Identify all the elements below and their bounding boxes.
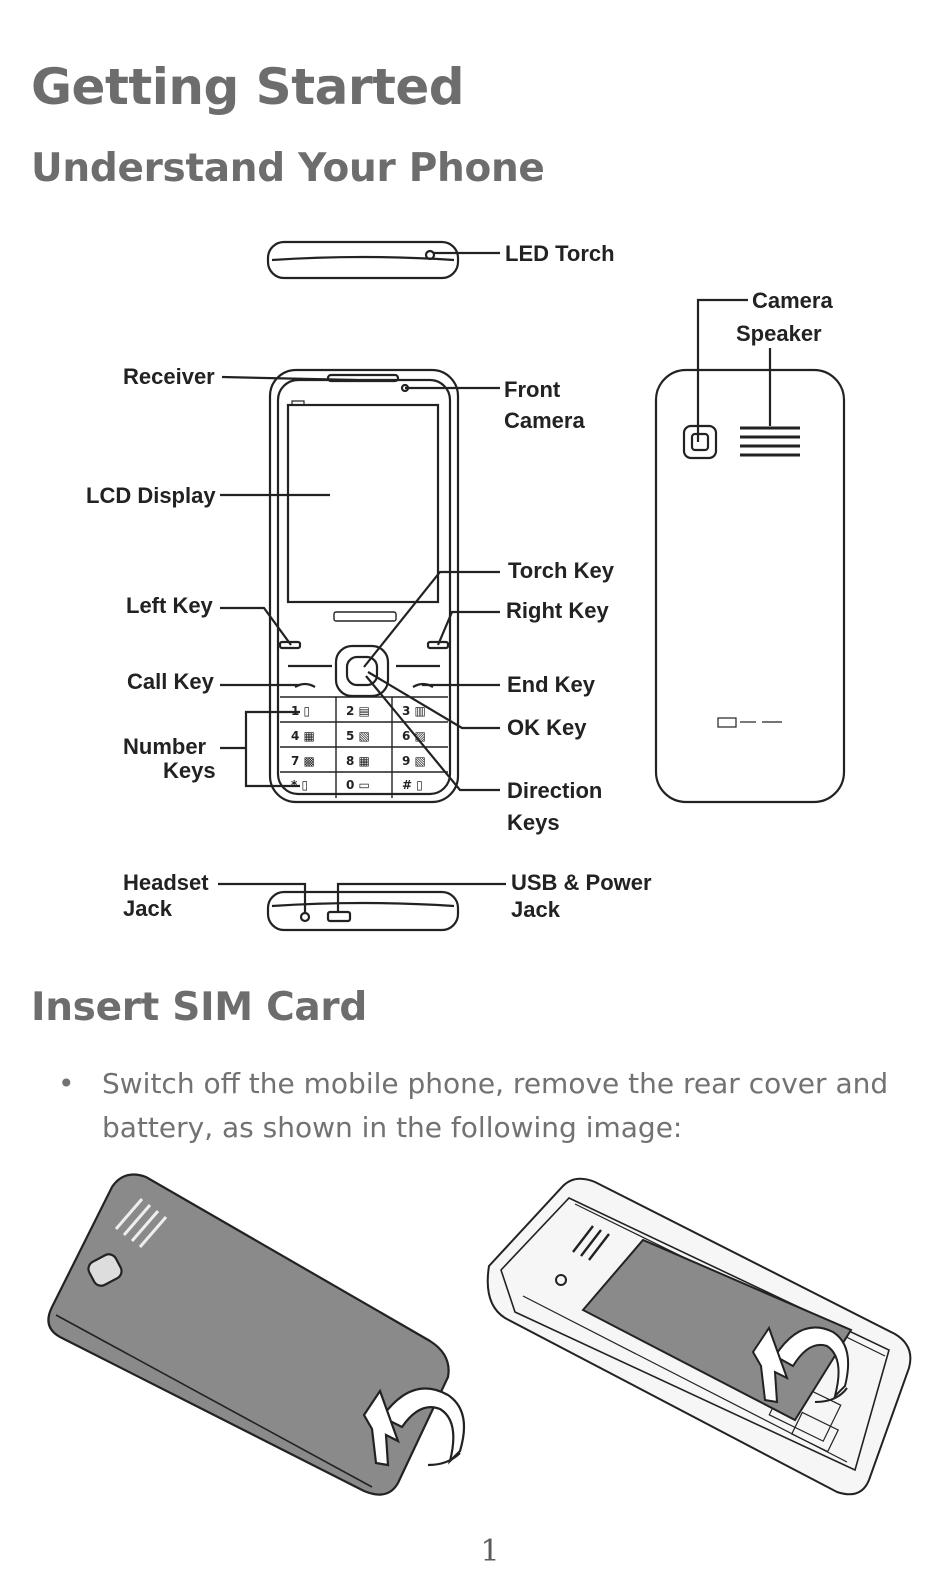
phone-diagram: 1 ▯2 ▤3 ▥ 4 ▦5 ▧6 ▨ 7 ▩8 ▦9 ▧ * ▯0 ▭# ▯ [86, 240, 846, 932]
camera-lens-icon [87, 1253, 123, 1287]
svg-text:4 ▦: 4 ▦ [291, 729, 315, 743]
label-number-keys-1: Number [123, 734, 207, 759]
label-headset-jack-1: Headset [123, 870, 209, 895]
svg-text:2 ▤: 2 ▤ [346, 704, 370, 718]
svg-text:3 ▥: 3 ▥ [402, 704, 426, 718]
list-item: • Switch off the mobile phone, remove th… [55, 1062, 905, 1150]
svg-text:8 ▦: 8 ▦ [346, 754, 370, 768]
label-call-key: Call Key [127, 669, 215, 694]
label-end-key: End Key [507, 672, 596, 697]
label-direction-keys-1: Direction [507, 778, 602, 803]
label-torch-key: Torch Key [508, 558, 615, 583]
speaker-grille-icon [114, 1198, 168, 1248]
bullet-dot: • [58, 1067, 75, 1100]
label-front-camera-2: Camera [504, 408, 585, 433]
section-heading-insert-sim: Insert SIM Card [31, 985, 367, 1030]
lift-arrow-icon [362, 1387, 466, 1467]
label-headset-jack-2: Jack [123, 896, 173, 921]
label-front-camera-1: Front [504, 377, 561, 402]
label-usb-power-jack-1: USB & Power [511, 870, 652, 895]
svg-text:9 ▧: 9 ▧ [402, 754, 426, 768]
label-lcd-display: LCD Display [86, 483, 216, 508]
label-number-keys-2: Keys [163, 758, 216, 783]
instruction-list: • Switch off the mobile phone, remove th… [55, 1062, 905, 1150]
label-direction-keys-2: Keys [507, 810, 560, 835]
label-led-torch: LED Torch [505, 241, 615, 266]
lift-arrow-icon [751, 1325, 849, 1404]
label-camera: Camera [752, 288, 833, 313]
svg-text:5 ▧: 5 ▧ [346, 729, 370, 743]
svg-text:0 ▭: 0 ▭ [346, 778, 370, 792]
phone-front-view: 1 ▯2 ▤3 ▥ 4 ▦5 ▧6 ▨ 7 ▩8 ▦9 ▧ * ▯0 ▭# ▯ [268, 368, 460, 804]
callout-lines [218, 251, 772, 914]
speaker-grille-icon [572, 1225, 610, 1261]
label-ok-key: OK Key [507, 715, 587, 740]
label-right-key: Right Key [506, 598, 609, 623]
phone-top-view [266, 240, 460, 280]
section-heading-understand-phone: Understand Your Phone [31, 146, 545, 191]
phone-back-view [654, 368, 846, 804]
rear-cover-removal-illustration [47, 1173, 466, 1496]
svg-text:1 ▯: 1 ▯ [291, 704, 310, 718]
page-number: 1 [480, 1534, 500, 1569]
label-speaker: Speaker [736, 321, 822, 346]
page-title: Getting Started [31, 58, 465, 116]
svg-text:6 ▨: 6 ▨ [402, 729, 426, 743]
svg-text:7 ▩: 7 ▩ [291, 754, 315, 768]
phone-bottom-view [266, 890, 460, 932]
label-receiver: Receiver [123, 364, 215, 389]
label-usb-power-jack-2: Jack [511, 897, 561, 922]
instruction-text: Switch off the mobile phone, remove the … [102, 1067, 889, 1144]
label-left-key: Left Key [126, 593, 214, 618]
svg-text:# ▯: # ▯ [402, 778, 423, 792]
battery-removal-illustration [486, 1177, 912, 1496]
